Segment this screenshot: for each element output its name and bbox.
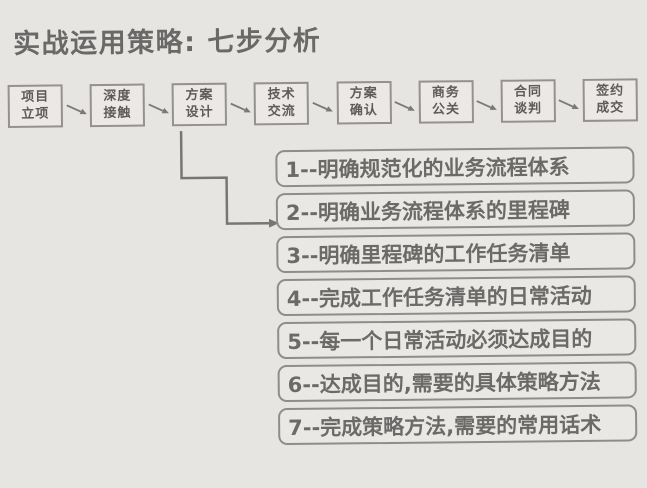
list-item: 5--每一个日常活动必须达成目的 [277, 318, 637, 360]
list-item-text: 3--明确里程碑的工作任务清单 [286, 240, 571, 268]
flow-step-label: 签约 [595, 83, 625, 99]
list-item: 2--明确业务流程体系的里程碑 [275, 189, 636, 231]
flow-step-business-pr: 商务 公关 [418, 80, 474, 124]
flow-step-technical-exchange: 技术 交流 [253, 81, 310, 126]
list-item: 4--完成工作任务清单的日常活动 [276, 275, 636, 317]
analysis-steps-list: 1--明确规范化的业务流程体系 2--明确业务流程体系的里程碑 3--明确里程碑… [275, 146, 638, 451]
list-item-text: 4--完成工作任务清单的日常活动 [286, 283, 592, 311]
flow-step-contract-negotiation: 合同 谈判 [500, 79, 556, 123]
process-flow: 项目 立项 深度 接触 方案 设计 [7, 78, 638, 128]
flow-step-label: 交流 [267, 103, 296, 119]
flow-step-label: 谈判 [514, 100, 543, 117]
arrow-right-icon [558, 98, 580, 109]
flow-step-deep-contact: 深度 接触 [89, 83, 146, 128]
flow-step-project-initiation: 项目 立项 [7, 84, 64, 128]
list-item: 1--明确规范化的业务流程体系 [275, 146, 635, 188]
flow-step-label: 立项 [21, 106, 50, 122]
list-item: 6--达成目的,需要的具体策略方法 [277, 361, 637, 403]
elbow-arrow-icon [179, 131, 280, 228]
list-item-text: 7--完成策略方法,需要的常用话术 [288, 412, 602, 440]
flow-step-solution-design: 方案 设计 [171, 82, 228, 127]
list-item: 7--完成策略方法,需要的常用话术 [277, 404, 638, 446]
flow-step-label: 方案 [185, 87, 214, 103]
arrow-right-icon [476, 99, 498, 110]
arrow-right-icon [230, 102, 251, 112]
page-title: 实战运用策略: 七步分析 [12, 25, 322, 60]
flow-step-label: 方案 [349, 85, 378, 101]
flow-step-label: 技术 [267, 86, 296, 102]
flow-step-label: 成交 [596, 100, 625, 116]
arrow-right-icon [312, 101, 333, 112]
arrow-right-icon [148, 103, 169, 113]
flow-step-label: 公关 [431, 101, 461, 118]
flow-step-label: 确认 [349, 102, 378, 118]
arrow-right-icon [65, 104, 87, 114]
list-item-text: 5--每一个日常活动必须达成目的 [287, 326, 593, 354]
flow-step-label: 接触 [103, 105, 132, 121]
flow-step-label: 设计 [185, 104, 214, 120]
flow-step-label: 项目 [21, 89, 50, 105]
list-item-text: 1--明确规范化的业务流程体系 [285, 154, 570, 182]
arrow-right-icon [394, 100, 415, 111]
list-item-text: 2--明确业务流程体系的里程碑 [285, 197, 571, 225]
flow-step-label: 深度 [103, 88, 132, 104]
list-item: 3--明确里程碑的工作任务清单 [276, 232, 636, 274]
flow-step-label: 商务 [431, 84, 460, 101]
flow-step-sign-deal: 签约 成交 [582, 78, 638, 122]
flow-step-label: 合同 [513, 83, 543, 100]
list-item-text: 6--达成目的,需要的具体策略方法 [287, 369, 601, 397]
flow-step-solution-confirmation: 方案 确认 [336, 80, 392, 125]
